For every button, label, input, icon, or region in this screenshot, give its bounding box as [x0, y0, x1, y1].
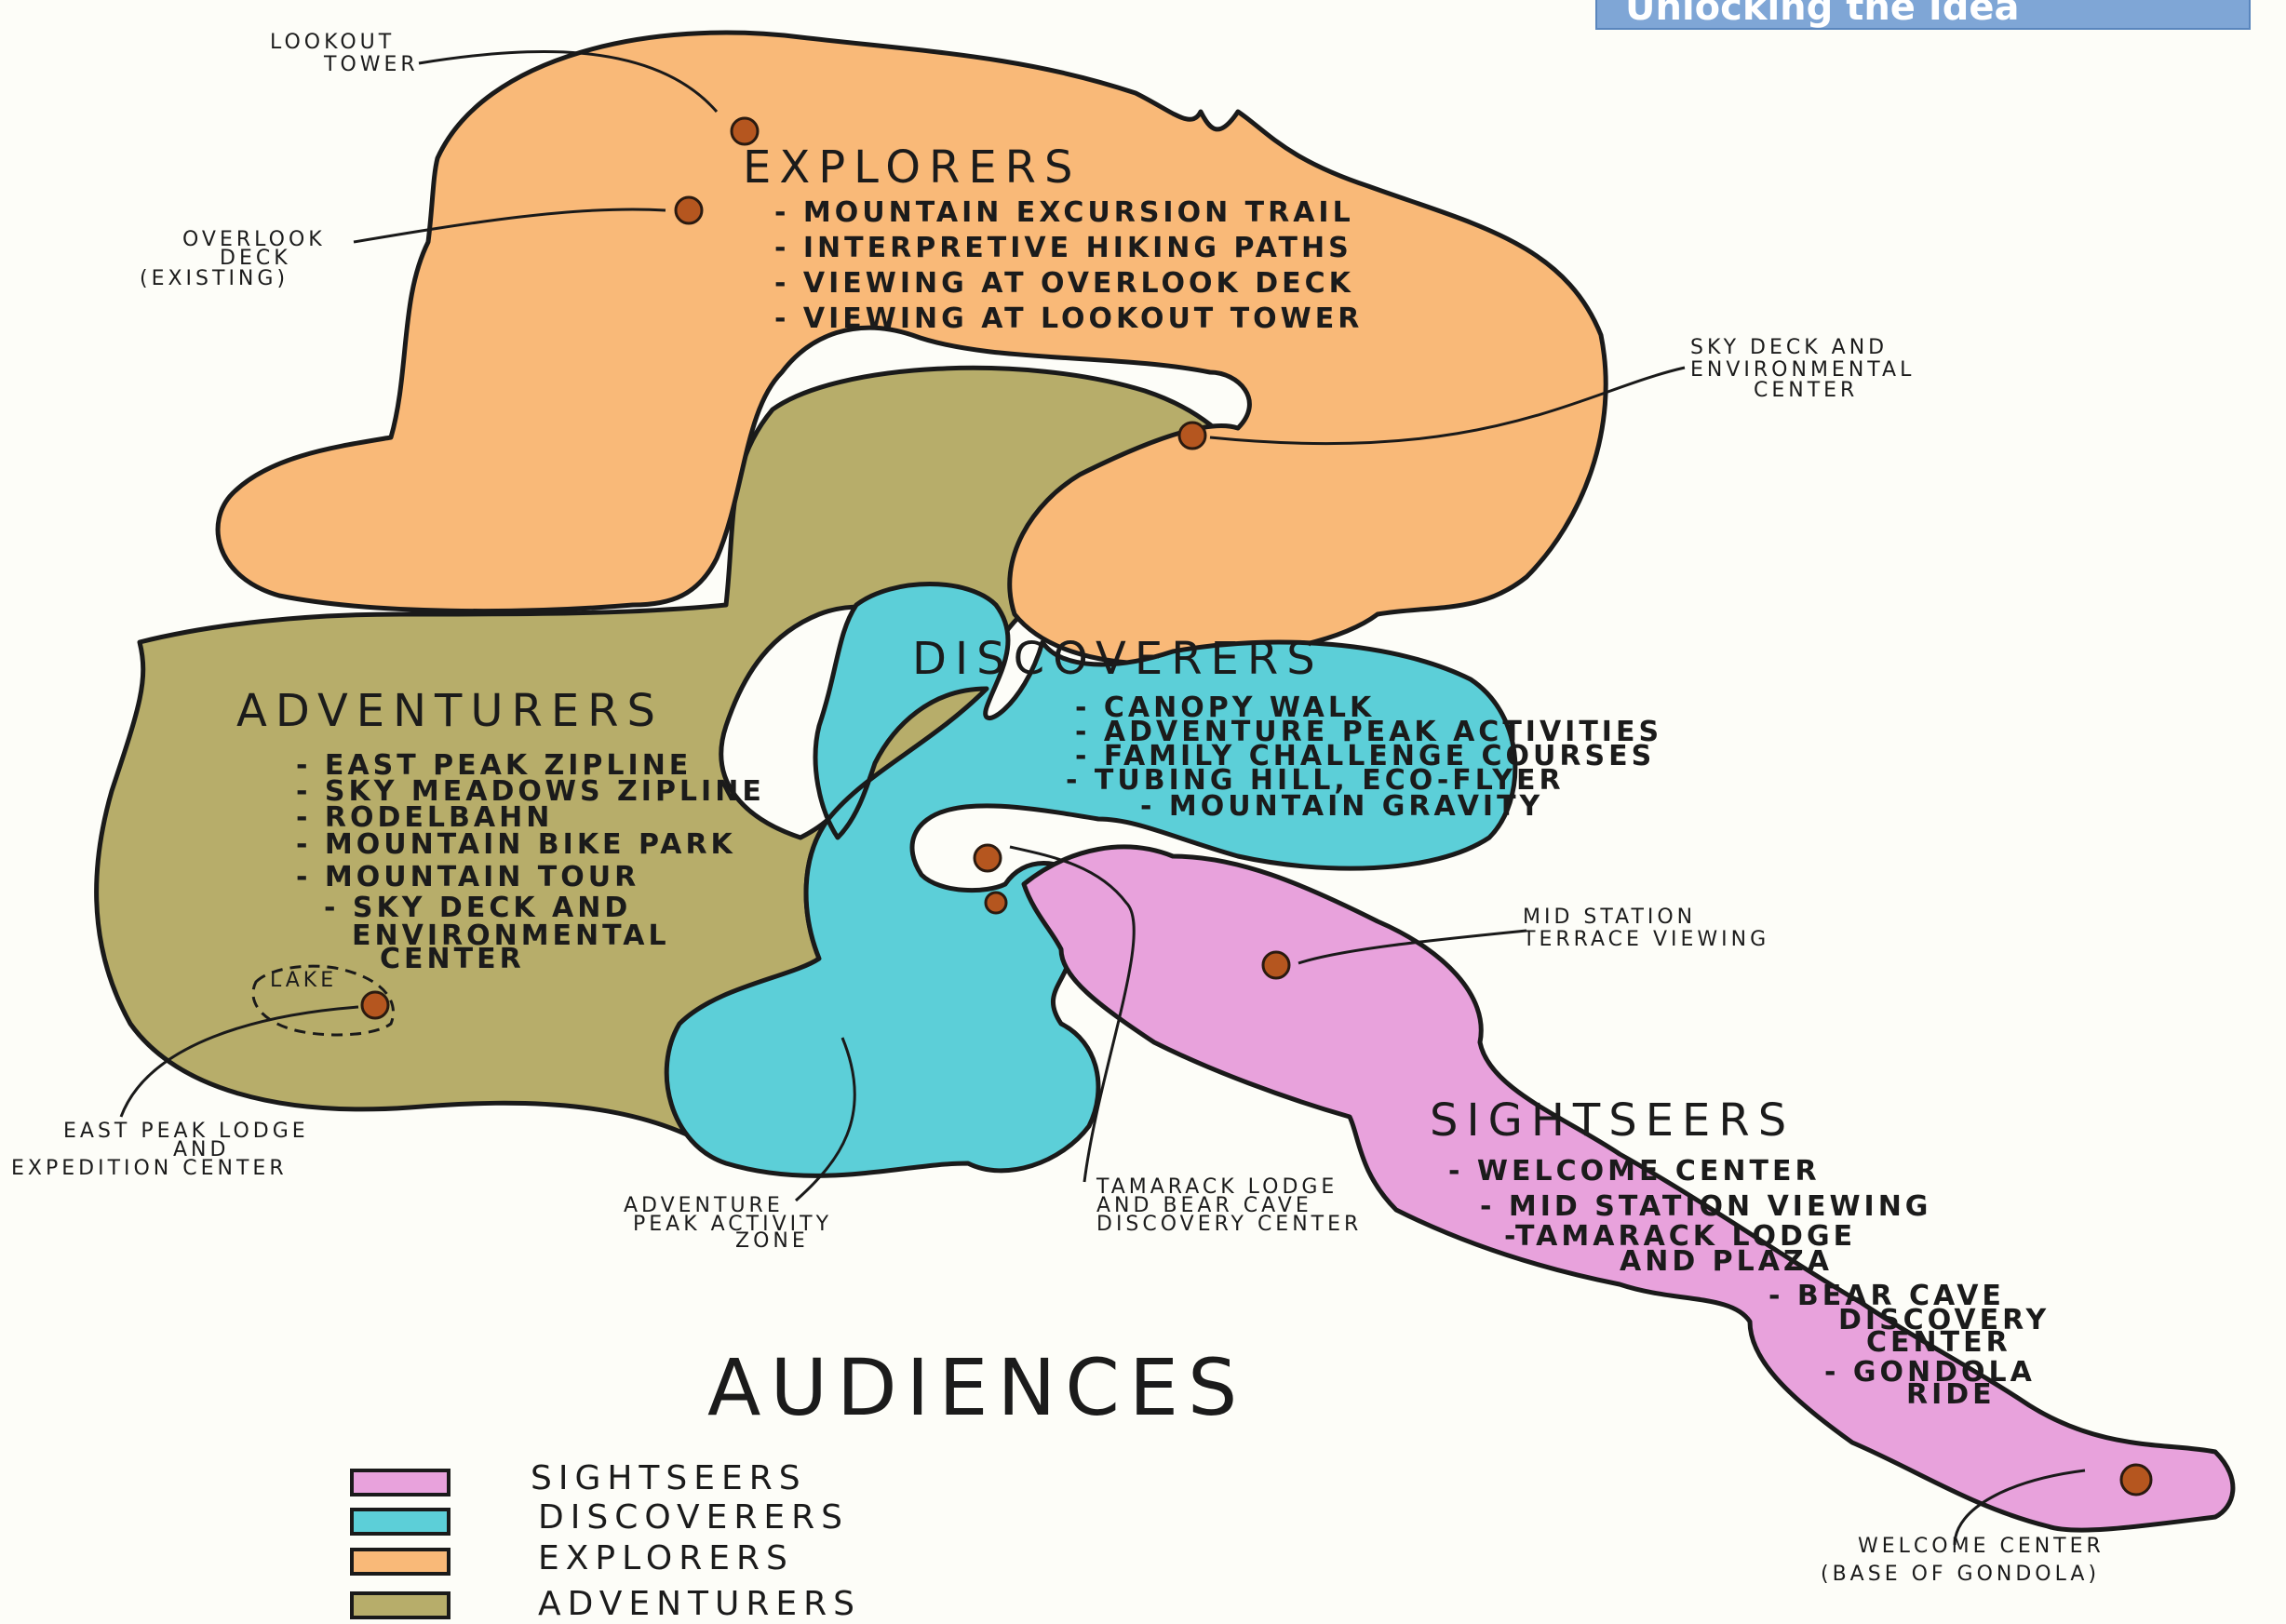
discoverers-title: DISCOVERERS	[912, 633, 1324, 685]
leader-overlook-deck	[353, 208, 666, 244]
legend-label-discoverers: DISCOVERERS	[538, 1498, 849, 1537]
sightseers-title: SIGHTSEERS	[1430, 1094, 1795, 1147]
legend-swatch-adventurers	[350, 1591, 450, 1619]
callout-welcome-center: (BASE OF GONDOLA)	[1821, 1563, 2100, 1586]
discoverers-item: - CANOPY WALK	[1075, 691, 1375, 724]
marker-overlook-deck	[674, 195, 704, 225]
title-banner: Unlocking the Idea	[1595, 0, 2251, 30]
discoverers-item: - MOUNTAIN GRAVITY	[1140, 790, 1543, 823]
marker-mid-station	[1261, 950, 1291, 980]
sightseers-item: CENTER	[1866, 1326, 2011, 1359]
sightseers-item: - WELCOME CENTER	[1448, 1155, 1821, 1188]
discoverers-item: - ADVENTURE PEAK ACTIVITIES	[1075, 716, 1662, 748]
legend-swatch-explorers	[350, 1548, 450, 1576]
leader-east-peak-lodge	[119, 1005, 359, 1118]
callout-adventure-peak: ADVENTURE	[624, 1194, 784, 1217]
adventurers-item: - MOUNTAIN TOUR	[296, 861, 639, 893]
adventurers-item: - SKY MEADOWS ZIPLINE	[296, 775, 765, 808]
legend-label-sightseers: SIGHTSEERS	[531, 1459, 807, 1497]
callout-adventure-peak: ZONE	[735, 1229, 809, 1253]
explorers-zone	[215, 30, 1608, 666]
marker-east-peak-lodge	[360, 990, 390, 1020]
callout-overlook-deck: OVERLOOK	[182, 228, 326, 251]
callout-east-peak-lodge: EXPEDITION CENTER	[11, 1157, 288, 1180]
callout-welcome-center: WELCOME CENTER	[1858, 1535, 2104, 1558]
adventurers-item: ENVIRONMENTAL	[352, 919, 670, 952]
sightseers-zone	[1021, 844, 2236, 1533]
leader-mid-station	[1298, 929, 1527, 965]
adventurers-item: - SKY DECK AND	[324, 892, 631, 924]
callout-east-peak-lodge: AND	[173, 1138, 229, 1161]
lake-label: LAKE	[270, 969, 337, 992]
marker-adventure-peak	[973, 843, 1002, 873]
callout-tamarack: AND BEAR CAVE	[1096, 1194, 1312, 1217]
sightseers-item: DISCOVERY	[1838, 1304, 2050, 1336]
lake-outline	[251, 964, 395, 1037]
marker-welcome-center	[2119, 1463, 2153, 1496]
explorers-item: - VIEWING AT OVERLOOK DECK	[774, 267, 1354, 300]
leader-welcome-center	[1953, 1469, 2086, 1546]
callout-sky-deck: ENVIRONMENTAL	[1690, 358, 1915, 382]
sightseers-item: - MID STATION VIEWING	[1480, 1190, 1931, 1223]
callout-east-peak-lodge: EAST PEAK LODGE	[63, 1120, 309, 1143]
leader-lookout-tower	[418, 49, 719, 113]
legend-swatch-discoverers	[350, 1508, 450, 1536]
explorers-item: - INTERPRETIVE HIKING PATHS	[774, 232, 1352, 264]
callout-lookout-tower: LOOKOUT	[270, 31, 395, 54]
callout-sky-deck: SKY DECK AND	[1690, 336, 1888, 359]
callout-mid-station: TERRACE VIEWING	[1522, 928, 1769, 951]
callout-overlook-deck: (EXISTING)	[140, 267, 289, 290]
legend-swatch-sightseers	[350, 1469, 450, 1496]
banner-title: Unlocking the Idea	[1625, 0, 2020, 29]
callout-sky-deck: CENTER	[1754, 379, 1858, 402]
leader-sky-deck	[1209, 366, 1686, 446]
adventurers-item: CENTER	[380, 943, 525, 975]
legend-title: AUDIENCES	[707, 1342, 1246, 1433]
callout-adventure-peak: PEAK ACTIVITY	[633, 1213, 832, 1236]
callout-lookout-tower: TOWER	[323, 53, 419, 76]
explorers-title: EXPLORERS	[743, 141, 1081, 194]
sightseers-item: - GONDOLA	[1824, 1356, 2036, 1389]
adventurers-item: - EAST PEAK ZIPLINE	[296, 749, 692, 782]
sightseers-item: - BEAR CAVE	[1768, 1280, 2005, 1312]
discoverers-item: - FAMILY CHALLENGE COURSES	[1075, 740, 1655, 772]
callout-tamarack: DISCOVERY CENTER	[1096, 1213, 1362, 1236]
callout-tamarack: TAMARACK LODGE	[1096, 1175, 1338, 1199]
sightseers-item: AND PLAZA	[1620, 1245, 1833, 1278]
marker-lookout-tower	[730, 116, 760, 146]
leader-adventure-peak	[795, 1037, 856, 1202]
sightseers-item: RIDE	[1906, 1378, 1996, 1411]
leader-tamarack	[1009, 845, 1136, 1183]
legend: AUDIENCES SIGHTSEERS DISCOVERERS EXPLORE…	[350, 1342, 1246, 1623]
marker-tamarack	[984, 891, 1008, 915]
legend-label-adventurers: ADVENTURERS	[538, 1585, 861, 1623]
explorers-item: - VIEWING AT LOOKOUT TOWER	[774, 302, 1363, 335]
explorers-item: - MOUNTAIN EXCURSION TRAIL	[774, 196, 1354, 229]
adventurers-item: - RODELBAHN	[296, 801, 553, 834]
adventurers-title: ADVENTURERS	[236, 685, 664, 737]
adventurers-item: - MOUNTAIN BIKE PARK	[296, 828, 736, 861]
callout-overlook-deck: DECK	[220, 247, 291, 270]
sightseers-item: -TAMARACK LODGE	[1504, 1220, 1856, 1253]
legend-label-explorers: EXPLORERS	[538, 1539, 794, 1577]
marker-sky-deck	[1177, 421, 1207, 450]
discoverers-item: - TUBING HILL, ECO-FLYER	[1066, 764, 1565, 797]
callout-mid-station: MID STATION	[1523, 906, 1696, 929]
